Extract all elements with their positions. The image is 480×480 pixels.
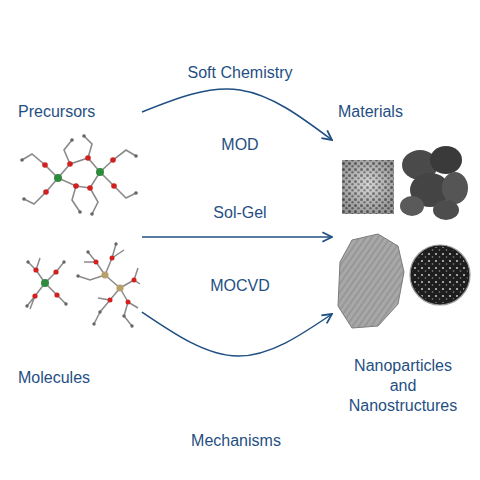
carbon-atom <box>90 212 94 216</box>
oxygen-atom <box>67 161 73 167</box>
method-label: MOD <box>218 135 261 155</box>
particle-texture <box>342 160 394 214</box>
process-arrow <box>142 312 332 356</box>
oxygen-atom <box>54 292 59 297</box>
carbon-atom <box>62 260 65 263</box>
particle-shade <box>342 160 394 214</box>
carbon-atom <box>26 260 29 263</box>
carbon-atom <box>64 302 67 305</box>
sphere <box>410 245 470 305</box>
carbon-atom <box>98 310 101 313</box>
carbon-atom <box>20 158 24 162</box>
nanoparticle-cluster <box>400 146 468 220</box>
diagram-title: Soft Chemistry <box>185 63 296 83</box>
method-label: Sol-Gel <box>210 203 269 223</box>
particle <box>430 146 462 174</box>
group-heading: Materials <box>338 102 403 122</box>
molecule-bonds <box>22 136 136 214</box>
particle <box>442 172 468 204</box>
oxygen-atom <box>53 269 58 274</box>
oxygen-atom <box>87 185 93 191</box>
precursor-molecule <box>76 242 140 327</box>
metal-atom <box>116 284 123 291</box>
oxygen-atom <box>110 157 116 163</box>
carbon-atom <box>92 322 95 325</box>
metal-atom <box>101 271 108 278</box>
carbon-atom <box>70 138 74 142</box>
crystal-blob <box>338 234 404 328</box>
metal-atom <box>54 174 62 182</box>
oxygen-atom <box>73 183 79 189</box>
metal-atom <box>41 279 49 287</box>
particle <box>433 200 459 220</box>
nanosphere-image <box>410 245 470 305</box>
diagram-caption: Mechanisms <box>188 431 284 451</box>
carbon-atom <box>122 314 125 317</box>
process-arrow <box>142 89 332 140</box>
process-arrow <box>142 236 332 238</box>
group-region: MaterialsNanoparticles and Nanostructure… <box>332 100 474 418</box>
metal-atom <box>96 168 104 176</box>
precursor-molecule <box>25 258 67 309</box>
carbon-atom <box>114 242 117 245</box>
carbon-atom <box>134 191 138 195</box>
group-heading: Precursors <box>18 102 95 122</box>
molecule-bonds <box>27 258 66 309</box>
particle <box>400 196 424 216</box>
oxygen-atom <box>126 300 131 305</box>
oxygen-atom <box>42 162 48 168</box>
oxygen-atom <box>43 189 49 195</box>
precursor-molecule <box>20 134 138 216</box>
oxygen-atom <box>110 256 115 261</box>
carbon-atom <box>76 274 79 277</box>
carbon-atom <box>22 197 26 201</box>
oxygen-atom <box>132 278 137 283</box>
carbon-atom <box>134 154 138 158</box>
carbon-atom <box>78 210 82 214</box>
nanoparticle-image <box>342 160 394 214</box>
oxygen-atom <box>111 183 117 189</box>
particle-film <box>342 160 394 214</box>
group-footer: Nanoparticles and Nanostructures <box>341 356 465 416</box>
carbon-atom <box>25 304 28 307</box>
oxygen-atom <box>108 298 113 303</box>
group-region: PrecursorsMolecules <box>12 100 142 390</box>
nanocrystal-image <box>338 234 404 328</box>
molecule-bonds <box>78 244 140 326</box>
sphere-texture <box>412 247 468 303</box>
group-footer: Molecules <box>18 368 90 388</box>
oxygen-atom <box>94 260 99 265</box>
oxygen-atom <box>32 293 37 298</box>
oxygen-atom <box>33 267 38 272</box>
carbon-atom <box>82 134 86 138</box>
method-label: MOCVD <box>207 276 273 296</box>
carbon-atom <box>86 250 89 253</box>
lattice-fringes <box>338 234 404 328</box>
carbon-atom <box>130 324 133 327</box>
oxygen-atom <box>85 155 91 161</box>
